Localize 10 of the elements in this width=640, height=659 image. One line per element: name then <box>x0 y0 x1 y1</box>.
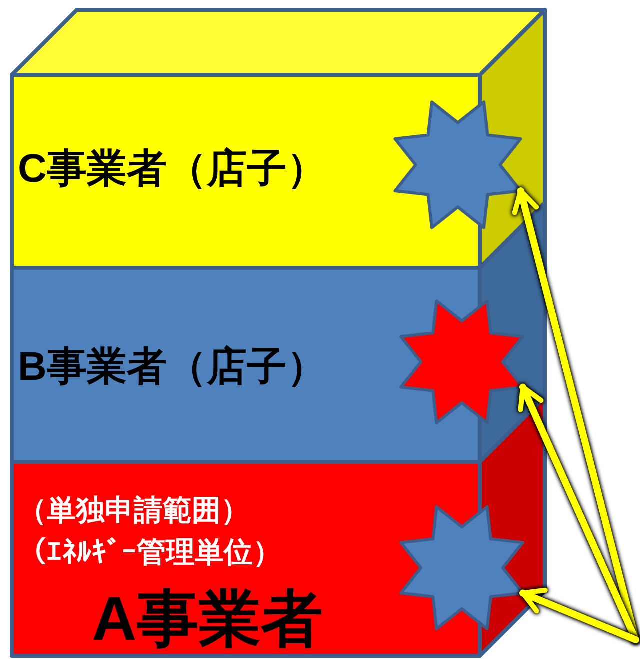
arrow <box>519 588 640 644</box>
layer-title: B事業者（店子） <box>18 345 327 389</box>
arrow <box>518 384 640 644</box>
star-shape <box>400 300 524 424</box>
layer-title: A事業者 <box>92 585 323 654</box>
layer-note: （ｴﾈﾙｷﾞｰ管理単位） <box>18 537 282 569</box>
layer-note: （単独申請範囲） <box>18 495 250 527</box>
star-shape <box>400 506 524 630</box>
layer-title: C事業者（店子） <box>18 147 327 191</box>
star-shape <box>394 100 522 230</box>
